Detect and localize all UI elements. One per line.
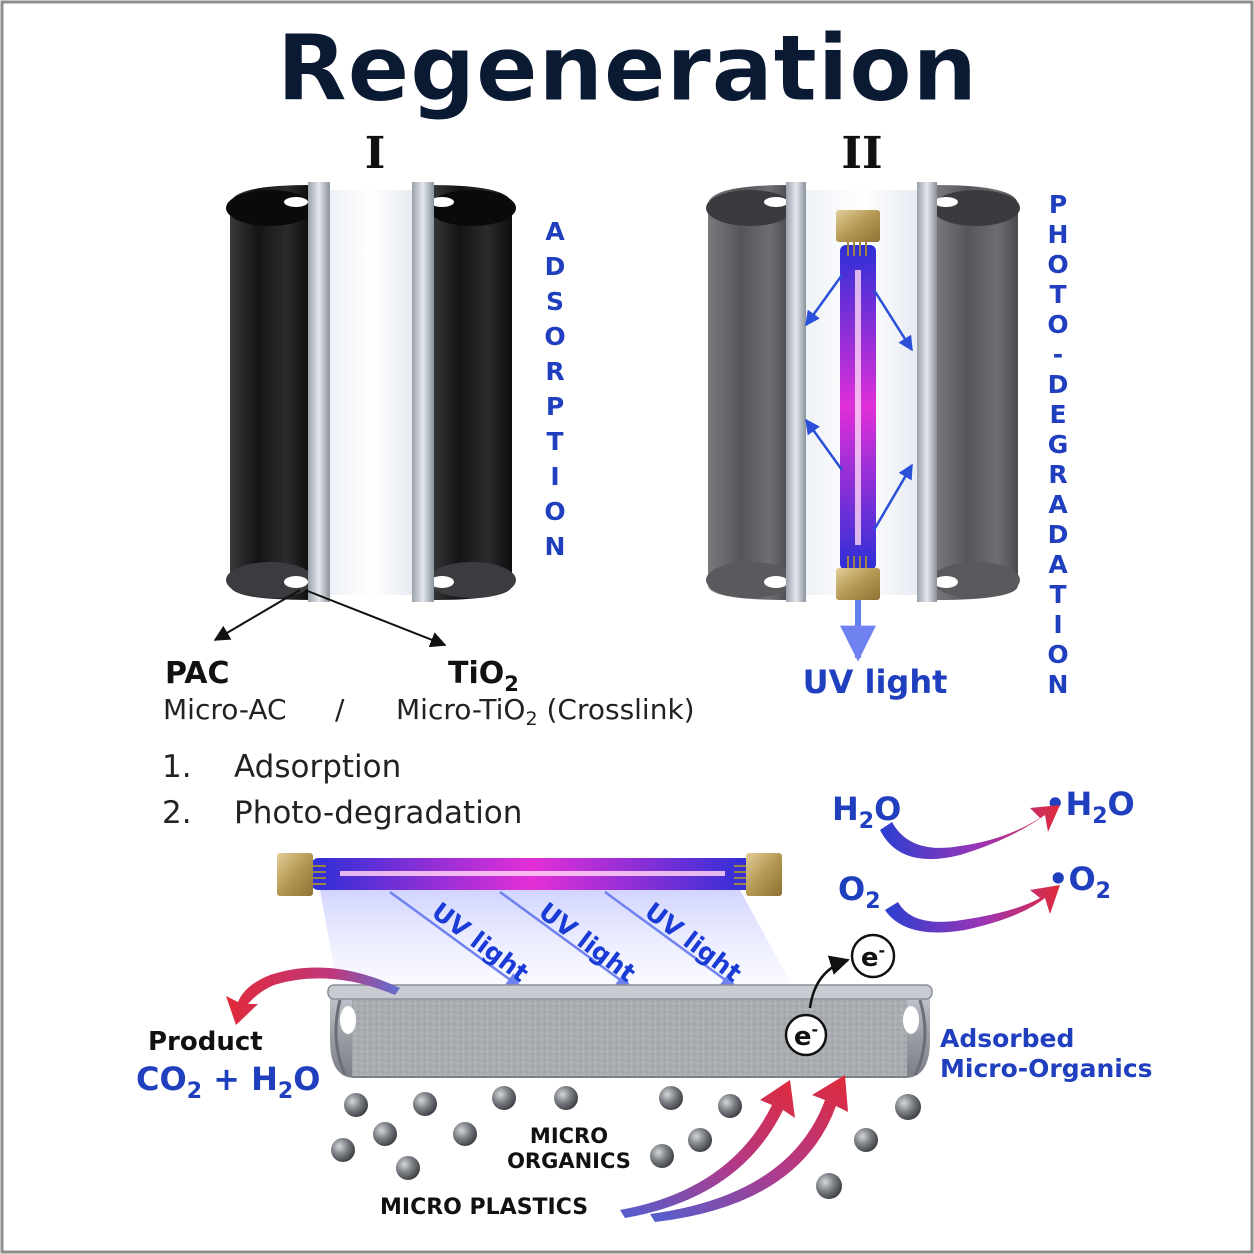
step-text: Adsorption — [234, 749, 401, 785]
uv-light-label: UV light — [803, 663, 948, 701]
uv-ray-arrows — [389, 890, 737, 989]
product-heading: Product — [148, 1027, 263, 1057]
side-letter: O — [1047, 250, 1068, 279]
electron-excited: e- — [850, 933, 896, 979]
steps-list: 1. Adsorption 2. Photo-degradation — [162, 749, 522, 831]
side-letter: T — [1049, 580, 1066, 609]
horizontal-uv-lamp — [277, 853, 800, 1000]
particle — [659, 1086, 683, 1110]
particle — [895, 1094, 921, 1120]
adsorption-side-label: A D S O R P T I O N — [544, 217, 565, 561]
side-letter: N — [1048, 670, 1069, 699]
panel-one-numeral: I — [365, 128, 386, 179]
photodegradation-cylinder — [706, 182, 1020, 602]
side-letter: O — [544, 322, 565, 351]
side-letter: S — [546, 287, 564, 316]
side-letter: T — [1049, 280, 1066, 309]
reactant-o2: O2 — [838, 870, 881, 914]
side-letter: O — [1047, 640, 1068, 669]
side-letter: E — [1049, 400, 1066, 429]
adsorbed-label-line1: Adsorbed — [940, 1024, 1074, 1053]
particle — [718, 1094, 742, 1118]
side-letter: - — [1053, 340, 1063, 369]
side-letter: P — [546, 392, 564, 421]
micro-organics-label-line2: ORGANICS — [507, 1149, 631, 1173]
electron-label: e- — [861, 941, 885, 973]
side-letter: G — [1048, 430, 1069, 459]
photodegradation-side-label: P H O T O - D E G R A D A T I O N — [1047, 190, 1068, 699]
adsorbed-label-line2: Micro-Organics — [940, 1054, 1153, 1083]
side-letter: N — [545, 532, 566, 561]
pac-label: PAC — [165, 656, 229, 691]
particle — [816, 1173, 842, 1199]
tio2-pointer-arrow — [304, 589, 447, 648]
diagram-title: Regeneration — [276, 15, 977, 122]
electron-surface: e- — [784, 1013, 828, 1057]
side-letter: I — [550, 462, 559, 491]
micro-organics-label-line1: MICRO — [530, 1124, 608, 1148]
o2-conversion-arrow — [885, 885, 1060, 933]
side-letter: R — [545, 357, 564, 386]
side-letter: D — [1048, 520, 1069, 549]
particle — [344, 1093, 368, 1117]
side-letter: D — [545, 252, 566, 281]
particle — [650, 1144, 674, 1168]
upward-arrow — [620, 1080, 795, 1218]
particle — [373, 1122, 397, 1146]
side-letter: P — [1049, 190, 1067, 219]
membrane-half-pipe — [327, 984, 933, 1078]
product-formula: CO2 + H2O — [136, 1060, 320, 1104]
side-letter: D — [1048, 370, 1069, 399]
reactant-h2o: H2O — [832, 790, 901, 834]
side-letter: I — [1053, 610, 1062, 639]
adsorption-cylinder — [226, 182, 516, 602]
micro-tio2-label: Micro-TiO2 (Crosslink) — [396, 693, 695, 730]
material-separator: / — [335, 693, 345, 726]
particle — [453, 1122, 477, 1146]
side-letter: O — [544, 497, 565, 526]
side-letter: A — [1048, 550, 1068, 579]
h2o-conversion-arrow — [880, 805, 1060, 860]
uv-emission-arrows — [804, 274, 914, 531]
particle — [854, 1128, 878, 1152]
side-letter: O — [1047, 310, 1068, 339]
particle — [413, 1092, 437, 1116]
pac-pointer-arrow — [213, 589, 301, 641]
particle — [554, 1086, 578, 1110]
side-letter: A — [545, 217, 565, 246]
micro-ac-label: Micro-AC — [163, 693, 287, 726]
step-text: Photo-degradation — [234, 795, 522, 831]
side-letter: H — [1048, 220, 1069, 249]
particle — [396, 1156, 420, 1180]
side-letter: T — [546, 427, 563, 456]
electron-excitation-arrow — [808, 955, 850, 1009]
step-number: 1. — [162, 749, 192, 785]
step-number: 2. — [162, 795, 192, 831]
upward-arrow — [650, 1075, 848, 1222]
micro-plastics-label: MICRO PLASTICS — [380, 1195, 588, 1220]
product-arrow — [226, 967, 400, 1025]
electron-label: e- — [794, 1020, 818, 1052]
micro-particles — [331, 1086, 921, 1199]
particle — [331, 1138, 355, 1162]
side-letter: A — [1048, 490, 1068, 519]
vertical-uv-lamp — [836, 210, 880, 600]
particle — [492, 1086, 516, 1110]
tio2-label: TiO2 — [448, 656, 519, 696]
side-letter: R — [1048, 460, 1067, 489]
particle — [688, 1128, 712, 1152]
panel-two-numeral: II — [841, 128, 882, 179]
